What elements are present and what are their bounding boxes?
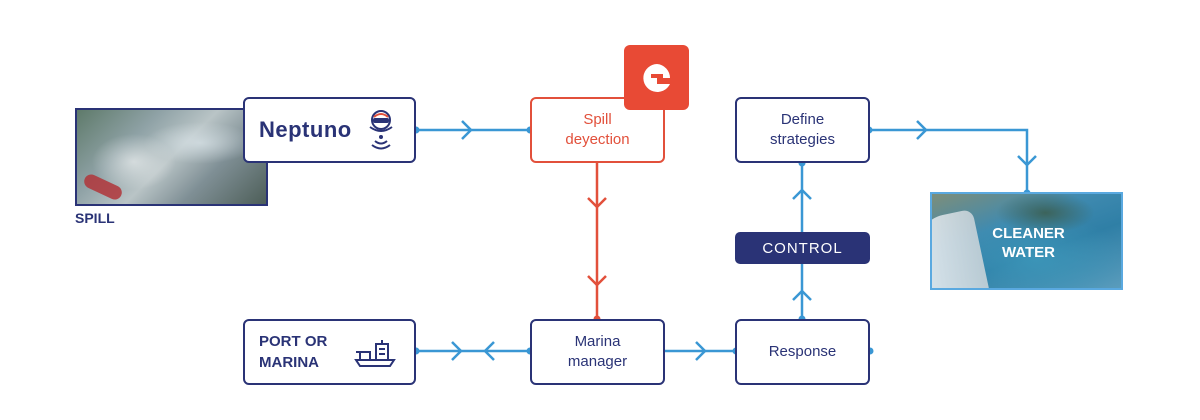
arrow-chevron-right (695, 341, 707, 361)
photo-detail (81, 172, 125, 202)
control-badge: CONTROL (735, 232, 870, 264)
control-label: CONTROL (762, 239, 843, 257)
neptuno-logo-text: Neptuno (259, 117, 352, 142)
response-label: Response (768, 343, 837, 360)
arrow-chevron-down (587, 197, 607, 209)
spill-caption: SPILL (75, 210, 115, 226)
port-or-marina-node: PORT OR MARINA (243, 319, 416, 385)
spill-photo (75, 108, 268, 206)
response-node: Response (735, 319, 870, 385)
define-strategies-label: Define strategies (769, 111, 836, 148)
neptuno-node: Neptuno (243, 97, 416, 163)
arrow-chevron-down (1017, 155, 1037, 167)
arrow-chevron-left (483, 341, 495, 361)
cleaner-water-photo: CLEANER WATER (930, 192, 1123, 290)
arrow-chevron-up (792, 188, 812, 200)
e-logo-icon (624, 45, 689, 110)
diver-helmet-icon (364, 109, 398, 159)
arrow-chevron-right (451, 341, 463, 361)
cleaner-water-caption: CLEANER WATER (992, 225, 1065, 261)
connector-strategies-clean (869, 128, 1029, 193)
marina-manager-label: Marina manager (567, 333, 628, 370)
arrow-chevron-right (916, 120, 928, 140)
define-strategies-node: Define strategies (735, 97, 870, 163)
arrow-chevron-right (461, 120, 473, 140)
arrow-chevron-down (587, 275, 607, 287)
port-ship-icon (354, 338, 400, 374)
marina-manager-node: Marina manager (530, 319, 665, 385)
arrow-chevron-up (792, 289, 812, 301)
port-or-marina-label: PORT OR MARINA (259, 333, 328, 371)
spill-detection-label: Spill deyection (565, 111, 630, 148)
